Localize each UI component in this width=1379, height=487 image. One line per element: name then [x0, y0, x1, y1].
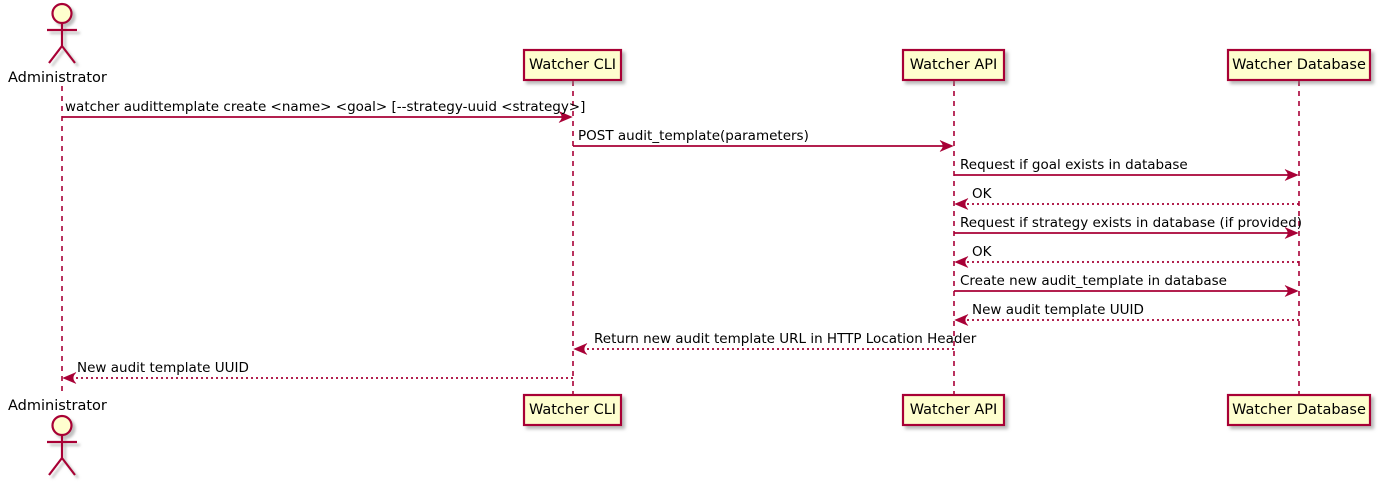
message-label-9: New audit template UUID: [77, 360, 249, 376]
participant-label-watcher-api-top: Watcher API: [909, 57, 998, 73]
participant-box-watcher-cli[interactable]: [522, 48, 623, 82]
lifelines-group: [61, 81, 1300, 396]
message-3: [954, 198, 1299, 210]
message-label-1: POST audit_template(parameters): [578, 128, 809, 144]
participant-boxes-group: [522, 48, 1372, 427]
message-arrowhead-2: [1284, 169, 1299, 181]
participant-box-watcher-database[interactable]: [1226, 48, 1372, 82]
message-arrowhead-1: [939, 140, 954, 152]
actor-head-administrator-bottom: [51, 414, 73, 437]
participant-box-watcher-api[interactable]: [901, 393, 1006, 427]
actor-head-administrator: [51, 2, 73, 25]
message-0: [62, 111, 573, 123]
message-5: [954, 256, 1299, 268]
actor-leg-left-administrator: [48, 45, 63, 64]
message-6: [954, 285, 1299, 297]
message-label-4: Request if strategy exists in database (…: [960, 215, 1303, 231]
message-arrowhead-5: [954, 256, 969, 268]
message-1: [573, 140, 954, 152]
message-4: [954, 227, 1299, 239]
message-arrowhead-7: [954, 314, 969, 326]
actor-label-administrator-top: Administrator: [8, 70, 107, 86]
actor-leg-left-administrator-bottom: [48, 457, 63, 476]
message-label-6: Create new audit_template in database: [960, 273, 1227, 289]
message-arrowhead-4: [1284, 227, 1299, 239]
participant-box-watcher-cli[interactable]: [522, 393, 623, 427]
message-label-8: Return new audit template URL in HTTP Lo…: [594, 331, 977, 347]
participant-box-watcher-api[interactable]: [901, 48, 1006, 82]
actor-leg-right-administrator: [61, 45, 76, 64]
message-label-0: watcher audittemplate create <name> <goa…: [65, 99, 586, 115]
message-label-3: OK: [972, 186, 992, 202]
message-7: [954, 314, 1299, 326]
message-arrows-group: [62, 111, 1299, 384]
participant-label-watcher-cli-top: Watcher CLI: [528, 57, 617, 73]
participant-label-watcher-database-bottom: Watcher Database: [1232, 402, 1366, 418]
message-9: [62, 372, 573, 384]
message-arrowhead-3: [954, 198, 969, 210]
actor-leg-right-administrator-bottom: [61, 457, 76, 476]
message-label-7: New audit template UUID: [972, 302, 1144, 318]
participant-label-watcher-cli-bottom: Watcher CLI: [528, 402, 617, 418]
actors-group: [47, 2, 77, 476]
message-label-2: Request if goal exists in database: [960, 157, 1188, 173]
participant-label-watcher-database-top: Watcher Database: [1232, 57, 1366, 73]
participant-box-watcher-database[interactable]: [1226, 393, 1372, 427]
participant-label-watcher-api-bottom: Watcher API: [909, 402, 998, 418]
message-arrowhead-8: [573, 343, 588, 355]
message-arrowhead-9: [62, 372, 77, 384]
message-label-5: OK: [972, 244, 992, 260]
message-2: [954, 169, 1299, 181]
actor-figure-administrator-bottom: [47, 414, 77, 476]
message-arrowhead-6: [1284, 285, 1299, 297]
message-8: [573, 343, 954, 355]
actor-figure-administrator: [47, 2, 77, 64]
message-arrowhead-0: [558, 111, 573, 123]
actor-label-administrator-bottom: Administrator: [8, 398, 107, 414]
